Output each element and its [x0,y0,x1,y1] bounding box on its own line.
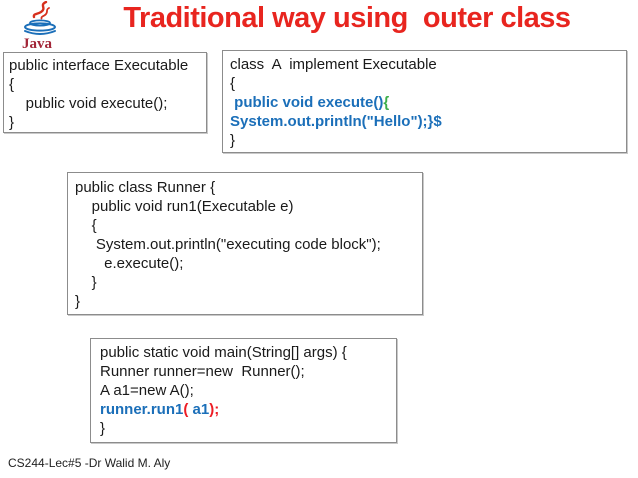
code-box-main-method: public static void main(String[] args) {… [90,338,397,443]
code-segment: public void run1(Executable e) [75,198,294,215]
code-segment: public void execute(); [9,95,168,112]
code-line: { [75,216,422,235]
code-segment: public static void main(String[] args) { [100,344,347,361]
footer-credit: CS244-Lec#5 -Dr Walid M. Aly [8,456,171,470]
code-line: } [75,273,422,292]
code-line: } [75,292,422,311]
code-segment: A a1=new A(); [100,382,194,399]
code-segment: { [75,217,97,234]
code-segment: System.out.println("executing code block… [75,236,381,253]
code-line: System.out.println("executing code block… [75,235,422,254]
code-line: { [9,75,206,94]
code-segment: { [230,75,236,92]
code-segment: public interface Executable [9,57,189,74]
java-logo-text: Java [22,36,53,51]
code-segment: public class Runner { [75,179,216,196]
code-line: runner.run1( a1); [100,400,396,419]
code-line: Runner runner=new Runner(); [100,362,396,381]
code-segment: } [75,274,97,291]
code-segment: } [230,132,236,149]
code-segment: e.execute(); [75,255,184,272]
code-line: } [100,419,396,438]
code-segment: } [75,293,81,310]
code-segment: a1 [188,401,210,418]
java-logo-icon: Java [22,0,56,52]
code-line: public void execute(); [9,94,206,113]
code-box-class-a: class A implement Executable { public voi… [222,50,627,153]
slide-title: Traditional way using outer class [123,2,571,34]
code-line: public void execute(){ [230,93,626,112]
code-segment: class A implement Executable [230,56,437,73]
code-segment: ( [183,401,189,418]
code-segment: Runner runner=new Runner(); [100,363,305,380]
code-line: public interface Executable [9,56,206,75]
code-segment: { [383,94,390,111]
code-line: e.execute(); [75,254,422,273]
code-line: { [230,74,626,93]
java-logo: Java [13,0,73,52]
code-segment: runner.run1 [100,401,184,418]
code-line: } [9,113,206,132]
code-line: public static void main(String[] args) { [100,343,396,362]
code-segment: public void execute() [234,94,384,111]
code-line: System.out.println("Hello");}$ [230,112,626,131]
code-segment: } [100,420,106,437]
code-box-interface-executable: public interface Executable { public void… [3,52,207,133]
code-segment: System.out.println("Hello");}$ [230,113,442,130]
code-segment: ); [209,401,220,418]
code-box-class-runner: public class Runner { public void run1(E… [67,172,423,315]
code-line: public void run1(Executable e) [75,197,422,216]
code-segment: { [9,76,15,93]
code-line: public class Runner { [75,178,422,197]
code-line: class A implement Executable [230,55,626,74]
code-line: A a1=new A(); [100,381,396,400]
code-line: } [230,131,626,150]
code-segment: } [9,114,15,131]
